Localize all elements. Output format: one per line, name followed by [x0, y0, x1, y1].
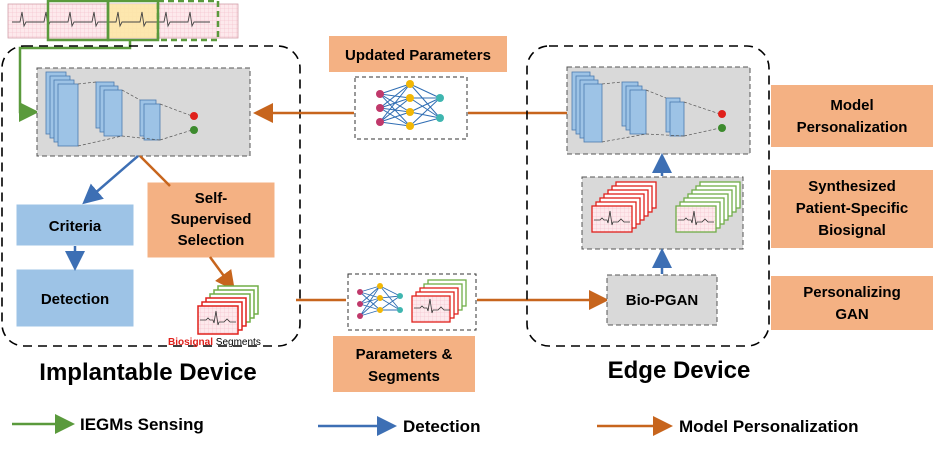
detection-arrow-1: [82, 155, 139, 205]
model-personalization-box: [771, 85, 933, 147]
updated-parameters-network: [354, 76, 468, 140]
segments-word: Segments: [213, 337, 261, 348]
biosignal-segments-caption: Biosignal Segments: [168, 337, 261, 348]
synthesized-biosignal-stacks: [581, 176, 744, 250]
iegm-strip: [7, 0, 239, 42]
biosignal-segments-stack: [197, 285, 259, 335]
criteria-label: Criteria: [49, 218, 102, 235]
edge-device-box: [526, 45, 770, 347]
bio-pgan-label: Bio-PGAN: [626, 292, 699, 309]
self-supervised-line1: Self-: [195, 190, 228, 207]
personalizing-gan-box: [771, 276, 933, 330]
criteria-box: [16, 204, 134, 246]
updated-parameters-label: Updated Parameters: [345, 47, 491, 64]
selection-arrow-out: [208, 256, 235, 292]
implantable-model: [36, 67, 251, 157]
synthesized-line3: Biosignal: [818, 222, 886, 239]
parameters-segments-line1: Parameters &: [356, 346, 453, 363]
iegm-window-2: [106, 0, 160, 42]
model-personalization-line2: Personalization: [797, 119, 908, 136]
legend: IEGMs Sensing Detection Model Personaliz…: [12, 414, 858, 436]
model-personalization-line1: Model: [830, 97, 873, 114]
synthesized-line1: Synthesized: [808, 178, 896, 195]
biosignal-word: Biosignal: [168, 337, 213, 348]
legend-detection-label: Detection: [403, 417, 480, 436]
detection-box: [16, 269, 134, 327]
bio-pgan-box: [606, 274, 718, 326]
edge-device-title: Edge Device: [608, 357, 751, 384]
synthesized-line2: Patient-Specific: [796, 200, 909, 217]
self-supervised-line3: Selection: [178, 232, 245, 249]
synthesized-box: [771, 170, 933, 248]
parameters-segments-line2: Segments: [368, 368, 440, 385]
detection-label: Detection: [41, 291, 109, 308]
edge-model: [566, 66, 751, 155]
parameters-segments-network: [347, 273, 477, 331]
legend-personalization-label: Model Personalization: [679, 417, 858, 436]
self-supervised-line2: Supervised: [171, 211, 252, 228]
personalizing-gan-line2: GAN: [835, 306, 868, 323]
personalizing-gan-line1: Personalizing: [803, 284, 901, 301]
legend-iegm-label: IEGMs Sensing: [80, 415, 204, 434]
selection-arrow-in: [139, 155, 171, 187]
implantable-device-box: [1, 45, 301, 347]
iegm-window-3: [156, 0, 220, 42]
implantable-device-title: Implantable Device: [39, 359, 256, 386]
updated-parameters-box: [329, 36, 507, 72]
parameters-segments-box: [333, 336, 475, 392]
